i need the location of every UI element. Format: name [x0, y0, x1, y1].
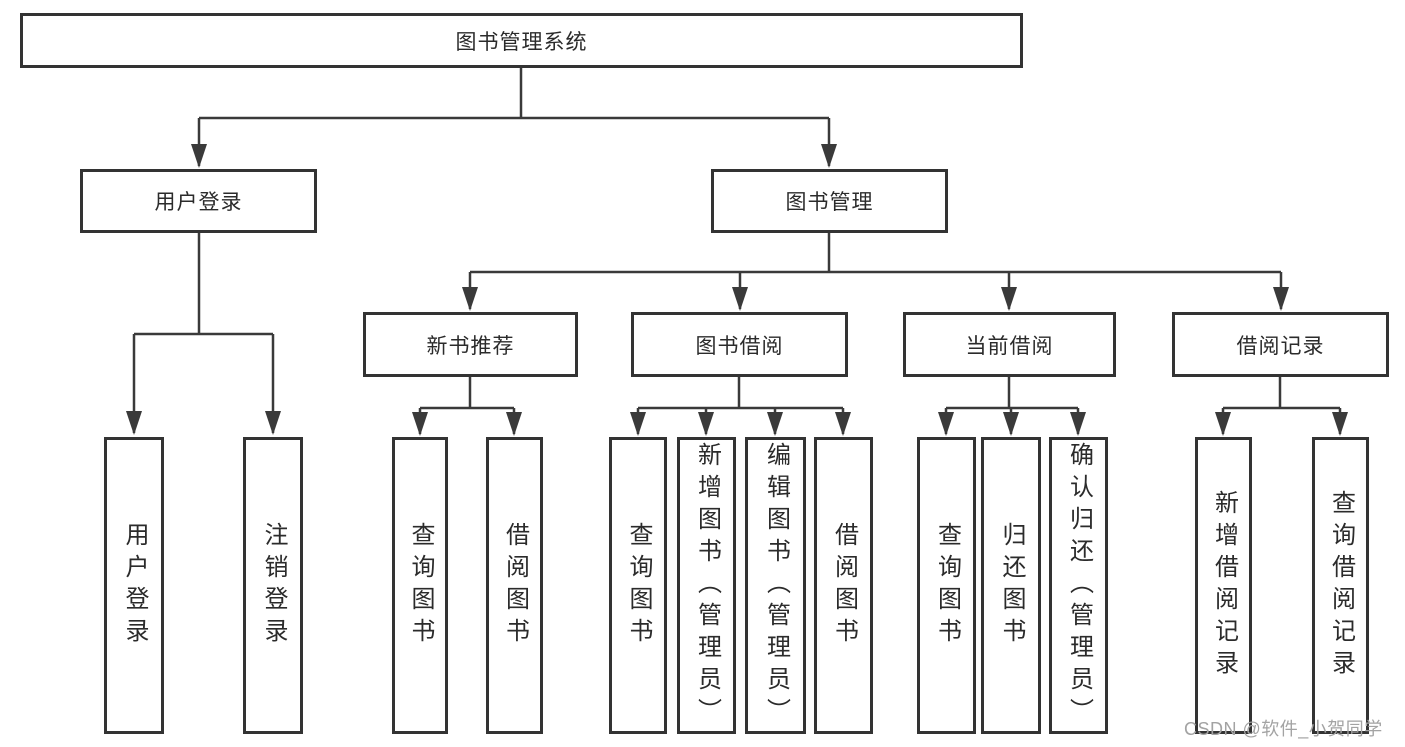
leaf-cb-confirm-return-admin: 确认归还（管理员） [1049, 437, 1108, 734]
leaf-br-add-record: 新增借阅记录 [1195, 437, 1252, 734]
connector-new-book-rail [420, 377, 514, 410]
leaf-br-query-record: 查询借阅记录 [1312, 437, 1369, 734]
leaf-cb-return-books: 归还图书 [981, 437, 1041, 734]
leaf-cb-query-books: 查询图书 [917, 437, 976, 734]
connector-current-borrow-rail [946, 377, 1078, 410]
csdn-watermark: CSDN @软件_小贺同学 [1184, 719, 1383, 739]
node-current-borrow: 当前借阅 [903, 312, 1116, 377]
leaf-bb-add-books-admin: 新增图书（管理员） [677, 437, 736, 734]
leaf-bb-edit-books-admin: 编辑图书（管理员） [745, 437, 806, 734]
leaf-user-login: 用户登录 [104, 437, 164, 734]
leaf-nb-query-books: 查询图书 [392, 437, 448, 734]
leaf-logout: 注销登录 [243, 437, 303, 734]
leaf-nb-borrow-books: 借阅图书 [486, 437, 543, 734]
connector-root-rail [199, 68, 829, 120]
node-borrow-records: 借阅记录 [1172, 312, 1389, 377]
node-book-management: 图书管理 [711, 169, 948, 233]
node-new-book-recommend: 新书推荐 [363, 312, 578, 377]
connector-user-login-rail [134, 233, 273, 336]
leaf-bb-borrow-books: 借阅图书 [814, 437, 873, 734]
connector-borrow-records-rail [1223, 377, 1340, 410]
node-book-borrow: 图书借阅 [631, 312, 848, 377]
connector-book-borrow-rail [638, 377, 843, 410]
node-root-system: 图书管理系统 [20, 13, 1023, 68]
connector-book-management-rail [470, 233, 1281, 274]
node-user-login: 用户登录 [80, 169, 317, 233]
leaf-bb-query-books: 查询图书 [609, 437, 667, 734]
